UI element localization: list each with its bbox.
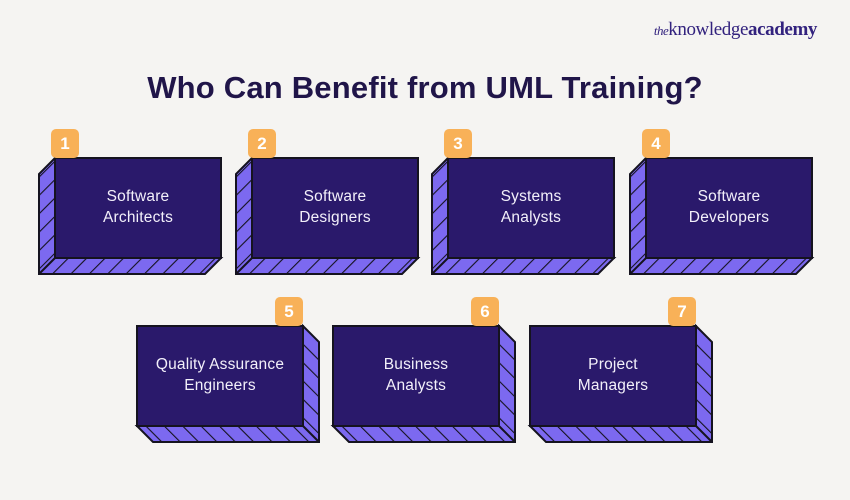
card-label: Software Designers: [299, 188, 371, 226]
card-face: [54, 157, 222, 259]
card-3d-box: [527, 323, 713, 443]
card-3d-box: [330, 323, 516, 443]
card-number-badge: 6: [471, 297, 499, 326]
card-3d-box: [629, 155, 815, 275]
card-number-badge: 4: [642, 129, 670, 158]
card-3d-box: [235, 155, 421, 275]
card-face: [332, 325, 500, 427]
card-3d-box: [431, 155, 617, 275]
brand-logo-knowledge: knowledge: [668, 19, 749, 40]
brand-logo: theknowledgeacademy: [653, 19, 818, 41]
card-label: Quality Assurance Engineers: [155, 356, 285, 394]
card-face: [645, 157, 813, 259]
card-face: [136, 325, 304, 427]
card-label: Business Analysts: [383, 356, 449, 394]
brand-logo-the: the: [653, 23, 669, 38]
card-number-badge: 3: [444, 129, 472, 158]
card-3d-box: [38, 155, 224, 275]
card-face: [529, 325, 697, 427]
card-label: Project Managers: [577, 356, 649, 394]
card-face: [447, 157, 615, 259]
card-label: Systems Analysts: [500, 188, 562, 226]
card-number-badge: 5: [275, 297, 303, 326]
page-title: Who Can Benefit from UML Training?: [147, 70, 703, 105]
card-label: Software Developers: [688, 188, 770, 226]
card-number-badge: 7: [668, 297, 696, 326]
card-face: [251, 157, 419, 259]
card-3d-box: [134, 323, 320, 443]
card-label: Software Architects: [102, 188, 174, 226]
card-number-badge: 1: [51, 129, 79, 158]
card-number-badge: 2: [248, 129, 276, 158]
brand-logo-academy: academy: [748, 19, 817, 40]
